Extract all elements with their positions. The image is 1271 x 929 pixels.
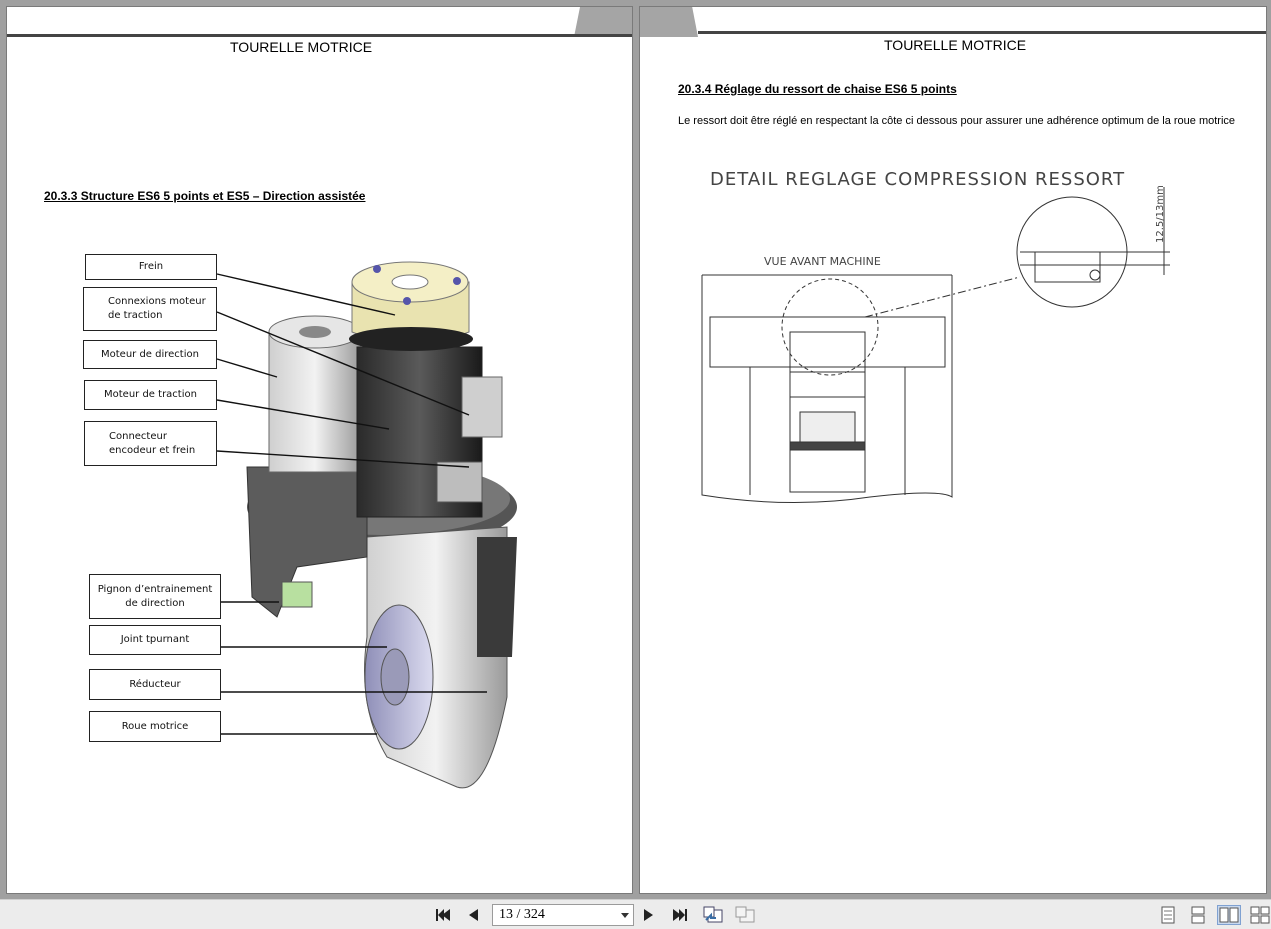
page-header: TOURELLE MOTRICE	[230, 39, 373, 55]
last-page-button[interactable]	[669, 905, 691, 925]
previous-page-button[interactable]	[462, 905, 484, 925]
next-page-button[interactable]	[638, 905, 660, 925]
viewer-toolbar: 13 / 324	[0, 899, 1271, 929]
go-back-button[interactable]	[702, 905, 724, 925]
document-page-left: TOURELLE MOTRICE 20.3.3 Structure ES6 5 …	[6, 6, 633, 894]
callout-connexions-moteur: Connexions moteur de traction	[83, 287, 217, 331]
callout-reducteur: Réducteur	[89, 669, 221, 700]
callout-roue-motrice: Roue motrice	[89, 711, 221, 742]
callout-moteur-direction: Moteur de direction	[83, 340, 217, 369]
steering-motor	[268, 331, 362, 473]
continuous-facing-view-icon	[1250, 906, 1270, 924]
go-back-icon	[703, 906, 723, 923]
document-page-right: TOURELLE MOTRICE 20.3.4 Réglage du resso…	[639, 6, 1267, 894]
chevron-down-icon	[621, 913, 629, 918]
facing-view-icon	[1219, 907, 1239, 923]
page-header: TOURELLE MOTRICE	[884, 37, 1027, 53]
header-rule	[698, 31, 1266, 34]
callout-connecteur-encodeur: Connecteur encodeur et frein	[84, 421, 217, 466]
page-tab-decoration	[640, 7, 698, 37]
drive-unit-figure	[216, 261, 517, 789]
facing-view-button[interactable]	[1217, 905, 1241, 925]
section-title: 20.3.3 Structure ES6 5 points et ES5 – D…	[44, 189, 366, 203]
callout-pignon: Pignon d’entrainement de direction	[89, 574, 221, 619]
last-page-icon	[673, 909, 687, 921]
go-forward-button[interactable]	[734, 905, 756, 925]
continuous-view-button[interactable]	[1186, 905, 1210, 925]
callout-frein: Frein	[85, 254, 217, 280]
callout-joint-tournant: Joint tpurnant	[89, 625, 221, 655]
page-number-select[interactable]: 13 / 324	[492, 904, 634, 926]
single-page-view-icon	[1161, 906, 1175, 924]
drawing-title: DETAIL REGLAGE COMPRESSION RESSORT	[710, 169, 1125, 190]
dimension-label: 12.5/13mm	[1155, 185, 1166, 243]
drawing-view-label: VUE AVANT MACHINE	[764, 255, 881, 268]
continuous-facing-view-button[interactable]	[1248, 905, 1271, 925]
spring-adjustment-drawing: DETAIL REGLAGE COMPRESSION RESSORT VUE A…	[701, 169, 1170, 504]
first-page-button[interactable]	[432, 905, 454, 925]
drive-pinion	[281, 581, 313, 608]
section-title: 20.3.4 Réglage du ressort de chaise ES6 …	[678, 82, 957, 96]
page-indicator-text: 13 / 324	[499, 907, 545, 922]
continuous-view-icon	[1191, 906, 1205, 924]
page-tab-decoration	[574, 7, 632, 37]
go-forward-icon	[735, 906, 755, 923]
prev-page-icon	[469, 909, 478, 921]
single-page-view-button[interactable]	[1156, 905, 1180, 925]
next-page-icon	[644, 909, 653, 921]
callout-moteur-traction: Moteur de traction	[84, 380, 217, 410]
body-paragraph: Le ressort doit être réglé en respectant…	[678, 115, 1236, 127]
first-page-icon	[436, 909, 450, 921]
encoder-connector	[436, 461, 483, 503]
header-rule	[7, 34, 632, 37]
